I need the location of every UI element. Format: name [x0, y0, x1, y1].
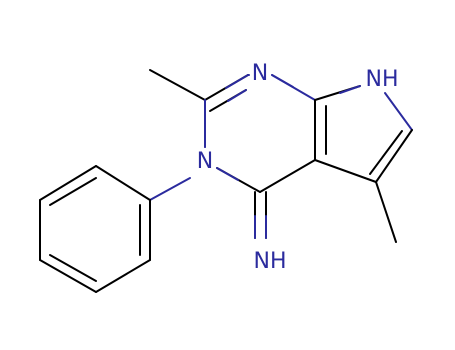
atom-label-n3: N	[197, 149, 213, 174]
bond-c4-n3-ncolor	[216, 167, 239, 181]
bond-c7a-n7-ncolor	[339, 85, 361, 94]
bond-ph-5	[95, 259, 151, 293]
bond-ph-1	[95, 165, 151, 201]
bond-c6-c5	[375, 129, 413, 183]
bond-c5-methyl	[375, 181, 397, 243]
bond-c2-methyl	[149, 69, 206, 101]
atom-label-n7: NH	[366, 67, 399, 92]
bond-ph-inner-2	[49, 254, 97, 282]
bond-n7-c6	[384, 92, 413, 131]
bond-n1-c7a-ncolor	[271, 74, 294, 88]
bond-c6-c5-inner	[369, 130, 403, 175]
atom-label-imine: NH	[254, 249, 287, 274]
bond-n3-phenyl	[149, 177, 191, 201]
bond-c2-n1-a-ncolor	[225, 74, 249, 89]
bond-c2-n1-b-ncolor	[227, 89, 247, 102]
bond-ph-4	[39, 259, 97, 293]
atom-label-n1: N	[252, 61, 268, 86]
bond-c5-c4a	[314, 159, 377, 183]
bond-c4a-c4	[259, 159, 316, 193]
bond-ph-inner-1	[49, 177, 97, 206]
bond-ph-2	[39, 165, 97, 201]
